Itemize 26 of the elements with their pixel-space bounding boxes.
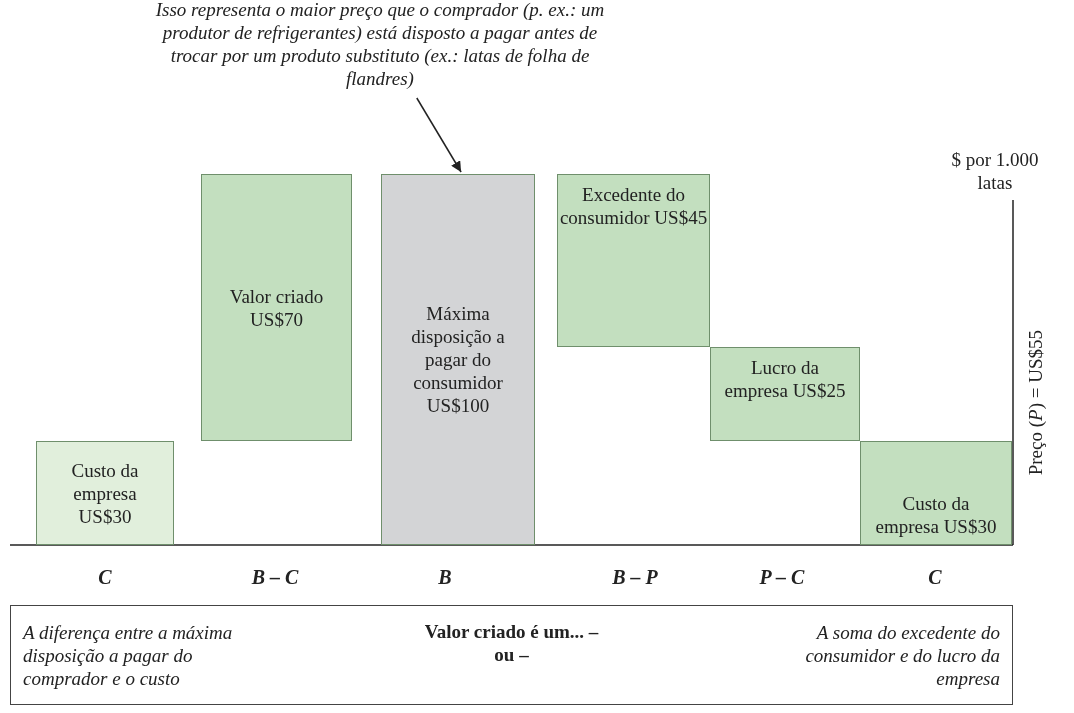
panel-heading: Valor criado é um... – ou – — [423, 620, 600, 666]
bar-label: Lucro da empresa US$25 — [723, 356, 847, 402]
panel-note: A diferença entre a máxima disposição a pagar do comprador e o custo — [23, 620, 234, 690]
formula-label: C — [928, 566, 942, 589]
bar-label: Custo da empresa US$30 — [70, 458, 140, 528]
axis-unit-label: $ por 1.000 latas — [950, 148, 1040, 194]
annotation-text: Isso representa o maior preço que o comprador (p. ex.: um produtor de refrigerantes) está disposto a pagar antes de trocar por um produto substituto (ex.: latas de folha de flandres) — [154, 0, 606, 90]
value-bar — [36, 441, 174, 545]
bar-label: Custo da empresa US$30 — [874, 492, 998, 538]
explanation-panel — [10, 605, 1013, 705]
arrow — [416, 97, 462, 173]
value-bar — [381, 174, 535, 545]
panel-note: A soma do excedente do consumidor e do lucro da empresa — [804, 620, 1000, 690]
bar-label: Máxima disposição a pagar do consumidor US$100 — [410, 302, 506, 417]
value-bar — [557, 174, 710, 347]
value-bar — [860, 441, 1012, 545]
value-bar — [201, 174, 352, 441]
formula-label: B — [438, 566, 452, 589]
price-label: Preço (P) = US$55 — [1024, 330, 1047, 476]
formula-label: C — [98, 566, 112, 589]
formula-label: P – C — [759, 566, 805, 589]
formula-label: B – P — [612, 566, 658, 589]
bar-label: Excedente do consumidor US$45 — [558, 183, 709, 229]
formula-label: B – C — [251, 566, 299, 589]
value-bar — [710, 347, 860, 441]
bar-label: Valor criado US$70 — [228, 284, 325, 331]
